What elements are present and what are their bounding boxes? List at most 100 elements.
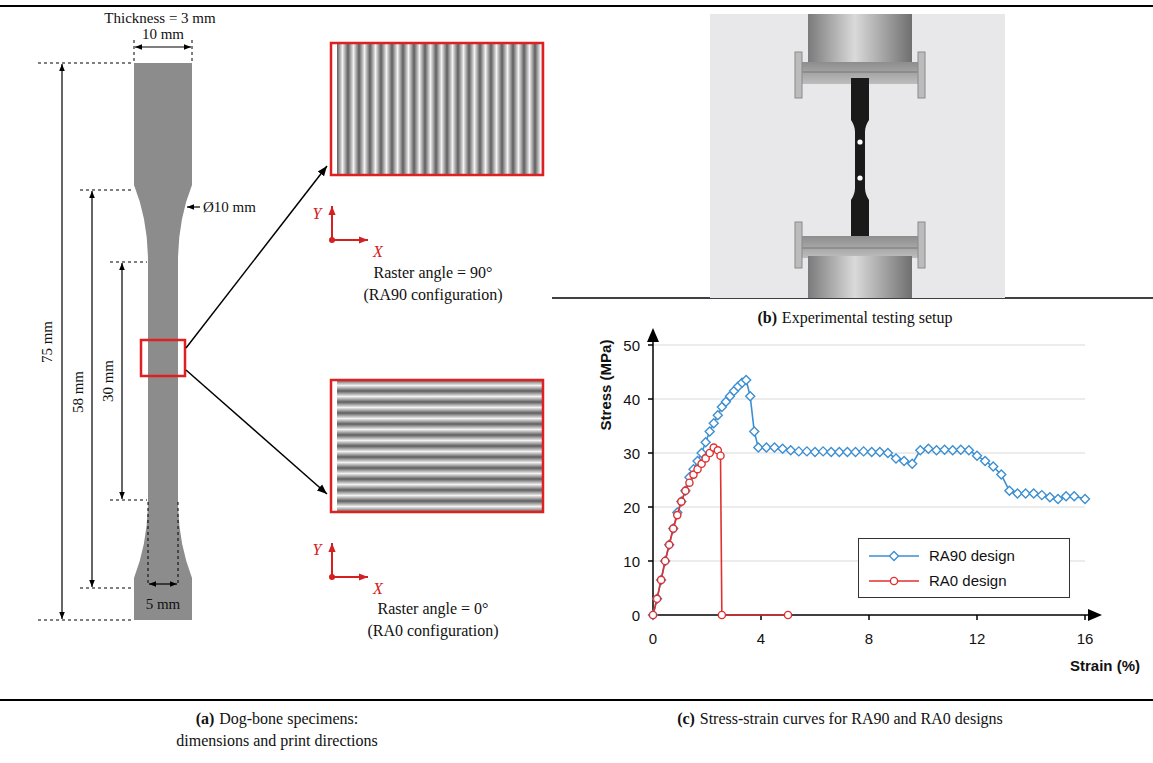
rect-shape	[710, 14, 1005, 298]
line-shape	[38, 63, 133, 64]
data-marker	[705, 427, 714, 436]
zoom-box	[141, 340, 185, 376]
data-marker	[750, 427, 759, 436]
data-marker	[718, 611, 725, 618]
data-marker	[802, 447, 811, 456]
dimension-label: Ø10 mm	[203, 199, 256, 216]
rect-shape	[808, 256, 912, 298]
data-marker	[657, 575, 666, 584]
data-marker	[649, 611, 656, 618]
extension-lines	[38, 40, 192, 620]
line-shape	[653, 507, 1085, 508]
data-curve	[653, 448, 788, 615]
line-shape	[1084, 615, 1086, 620]
line-shape	[800, 248, 920, 249]
line-shape	[648, 452, 653, 454]
caption-line: (c)Stress-strain curves for RA90 and RA0…	[677, 710, 1003, 728]
line-shape	[134, 40, 135, 62]
line-shape	[648, 560, 653, 562]
legend-sample	[869, 550, 919, 562]
line-shape	[331, 543, 333, 577]
data-marker	[859, 447, 868, 456]
caption-line: (a)Dog-bone specimens:	[196, 710, 359, 728]
tick-label: 12	[969, 630, 986, 647]
data-marker	[666, 541, 673, 548]
rect-shape	[918, 222, 925, 268]
data-marker	[686, 479, 693, 486]
data-marker	[924, 444, 933, 453]
tick-label: 0	[649, 630, 657, 647]
axis-arrowhead	[1088, 609, 1102, 621]
legend-sample	[869, 575, 919, 587]
data-marker	[742, 376, 751, 385]
data-marker	[916, 446, 925, 455]
zoom-arrows	[186, 166, 327, 494]
data-marker	[677, 497, 686, 506]
rect-shape	[795, 52, 802, 98]
line-shape	[61, 64, 62, 619]
data-marker	[653, 594, 662, 603]
caption-text: (c)	[677, 710, 695, 728]
tick-label: 30	[623, 445, 640, 462]
dimension-label: 75 mm	[39, 321, 56, 363]
axis-arrowhead	[647, 328, 659, 342]
axis-letter: Y	[313, 541, 322, 559]
data-marker	[1029, 489, 1038, 498]
tick-label: 20	[623, 499, 640, 516]
line-shape	[80, 190, 133, 191]
raster-90-pattern	[331, 43, 543, 175]
tick-label: 4	[757, 630, 765, 647]
line-shape	[648, 398, 653, 400]
data-marker	[669, 524, 678, 533]
data-marker	[665, 540, 674, 549]
data-marker	[670, 525, 677, 532]
caption-text: (b)	[758, 309, 778, 327]
tick-label: 40	[623, 391, 640, 408]
data-marker	[713, 411, 722, 420]
data-marker	[709, 419, 718, 428]
data-marker	[989, 462, 998, 471]
line-shape	[868, 615, 870, 620]
line-shape	[149, 583, 177, 584]
data-marker	[964, 446, 973, 455]
dimension-lines	[62, 47, 200, 619]
frame-rule	[0, 699, 1153, 701]
rect-shape	[918, 52, 925, 98]
caption-text: dimensions and print directions	[176, 732, 377, 750]
data-marker	[746, 392, 755, 401]
line-shape	[653, 345, 1085, 346]
tick-label: 0	[632, 607, 640, 624]
tick-label: 10	[623, 553, 640, 570]
data-marker	[784, 611, 791, 618]
line-shape	[332, 576, 368, 578]
line-shape	[648, 506, 653, 508]
legend-text: RA90 design	[929, 547, 1015, 564]
data-marker	[1070, 492, 1079, 501]
data-marker	[661, 557, 670, 566]
line-shape	[186, 166, 327, 348]
line-shape	[332, 239, 368, 241]
data-marker	[770, 443, 779, 452]
frame-rule	[0, 5, 1153, 7]
line-shape	[976, 615, 978, 620]
data-marker	[973, 451, 982, 460]
data-marker	[786, 446, 795, 455]
circle-shape	[857, 139, 862, 144]
line-shape	[800, 72, 920, 73]
caption-text: Experimental testing setup	[782, 309, 953, 327]
data-marker	[662, 557, 669, 564]
path-shape	[851, 78, 869, 244]
data-marker	[681, 486, 690, 495]
line-shape	[110, 500, 147, 501]
line-shape	[80, 588, 133, 589]
tick-label: 50	[623, 337, 640, 354]
line-shape	[178, 502, 179, 584]
dimension-label: 10 mm	[142, 26, 184, 43]
data-marker	[890, 577, 897, 584]
legend-entry: RA90 design	[869, 547, 1069, 564]
line-shape	[652, 338, 654, 615]
line-shape	[121, 263, 122, 499]
legend-text: RA0 design	[929, 572, 1007, 589]
